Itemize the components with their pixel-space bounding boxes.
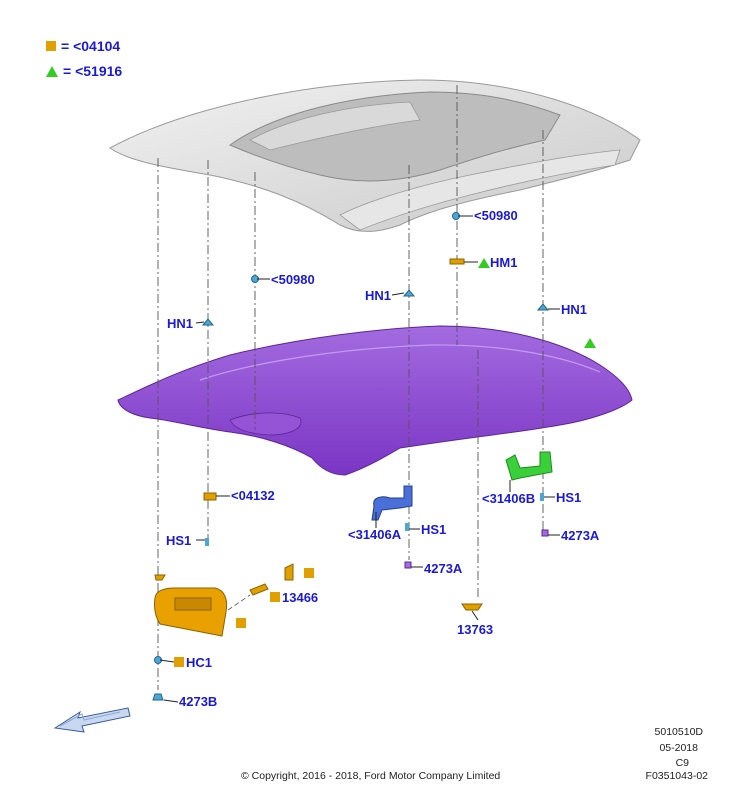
callout-hn1-center: HN1 xyxy=(365,288,392,303)
callout-04132: <04132 xyxy=(231,488,275,503)
roof-panel xyxy=(109,79,641,232)
headliner-panel xyxy=(117,325,633,476)
callout-hn1-left: HN1 xyxy=(167,316,194,331)
legend-item-triangle: = <51916 xyxy=(46,63,122,79)
callout-4273b: 4273B xyxy=(179,694,218,709)
callout-hm1: HM1 xyxy=(490,255,518,270)
callout-hs1-right: HS1 xyxy=(556,490,582,505)
footer-figure: F0351043-02 xyxy=(645,770,708,782)
callout-4273a-center: 4273A xyxy=(424,561,463,576)
fasteners xyxy=(152,212,550,701)
callout-31406a: <31406A xyxy=(348,527,402,542)
footer-copyright: © Copyright, 2016 - 2018, Ford Motor Com… xyxy=(241,770,501,782)
callout-markers xyxy=(174,258,596,667)
callout-hn1-right: HN1 xyxy=(561,302,588,317)
callout-13763: 13763 xyxy=(457,622,494,637)
callout-leaders xyxy=(159,215,560,703)
callout-hs1-center: HS1 xyxy=(421,522,447,537)
callout-50980-left: <50980 xyxy=(271,272,315,287)
legend-square-icon xyxy=(46,41,56,51)
footer-ref2: C9 xyxy=(675,757,689,769)
callout-50980-right: <50980 xyxy=(474,208,518,223)
direction-arrow-icon xyxy=(53,707,131,733)
legend-item-square: = <04104 xyxy=(46,38,120,54)
footer-date: 05-2018 xyxy=(659,742,698,754)
callout-hs1-left: HS1 xyxy=(166,533,192,548)
callout-13466: 13466 xyxy=(282,590,319,605)
callout-4273a-right: 4273A xyxy=(561,528,600,543)
grab-handles xyxy=(371,451,553,521)
callout-31406b: <31406B xyxy=(482,491,536,506)
sun-visor xyxy=(154,563,294,637)
callout-hc1: HC1 xyxy=(186,655,213,670)
legend-text: = <51916 xyxy=(63,63,123,79)
footer-ref1: 5010510D xyxy=(654,726,703,738)
legend-triangle-icon xyxy=(46,65,58,77)
legend-text: = <04104 xyxy=(61,38,121,54)
